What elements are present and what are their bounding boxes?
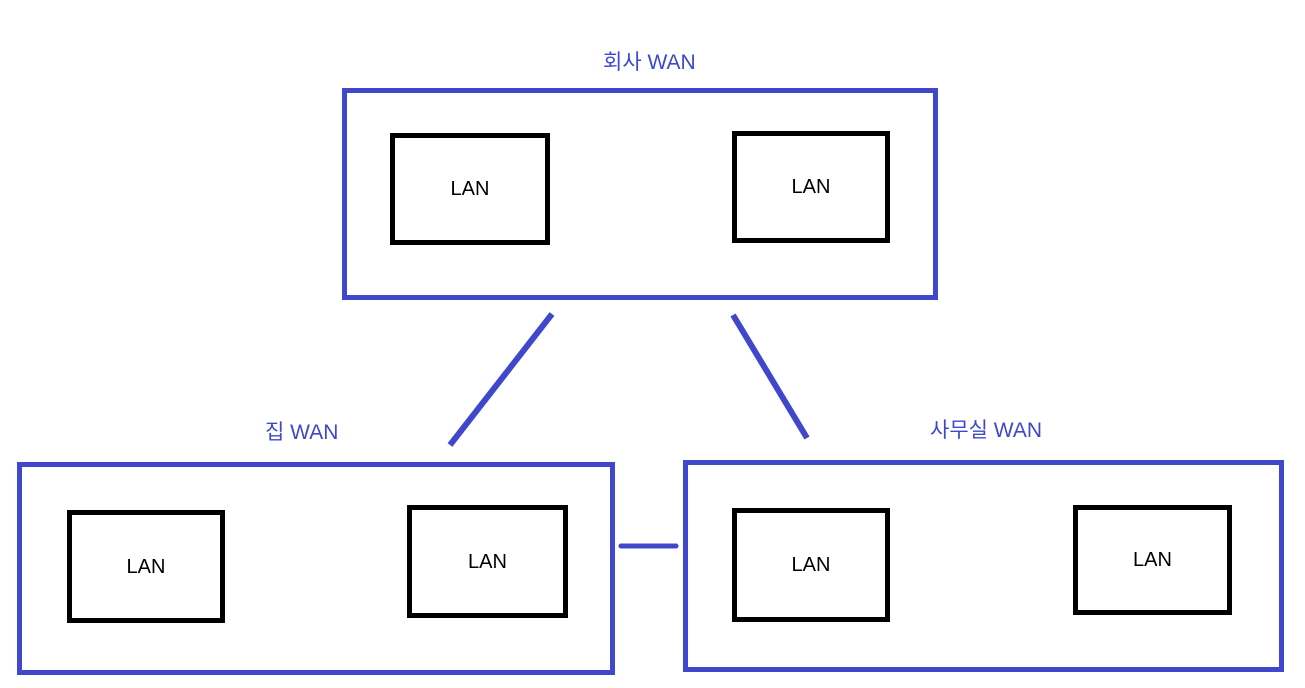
connection-company-office	[730, 313, 810, 440]
company-wan-label: 회사 WAN	[603, 51, 696, 74]
home-wan-box: LAN LAN	[17, 462, 615, 675]
lan-box: LAN	[407, 505, 568, 618]
lan-label: LAN	[791, 176, 831, 198]
company-wan-box: LAN LAN	[342, 88, 938, 300]
lan-box: LAN	[67, 510, 225, 623]
lan-box: LAN	[390, 133, 550, 245]
lan-box: LAN	[1073, 505, 1232, 615]
lan-label: LAN	[126, 555, 166, 578]
office-wan-box: LAN LAN	[683, 460, 1284, 672]
lan-label: LAN	[450, 178, 490, 200]
office-wan-label: 사무실 WAN	[930, 419, 1043, 442]
lan-label: LAN	[468, 550, 507, 573]
lan-box: LAN	[732, 131, 890, 243]
lan-label: LAN	[1133, 549, 1172, 571]
lan-box: LAN	[732, 508, 890, 622]
lan-label: LAN	[791, 554, 831, 576]
connection-company-home	[447, 312, 555, 447]
home-wan-label: 집 WAN	[265, 421, 339, 444]
